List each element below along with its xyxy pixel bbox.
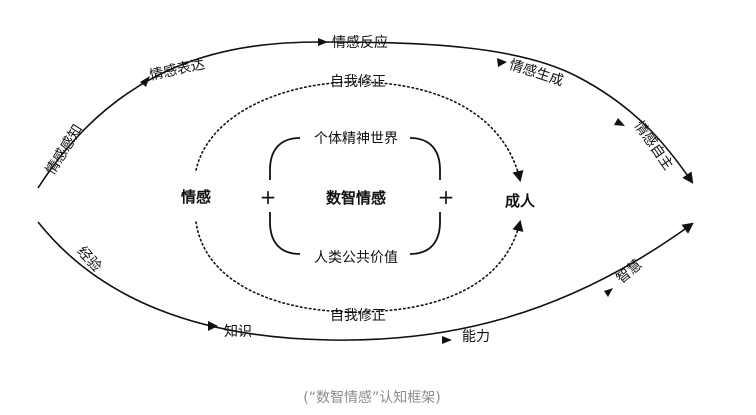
core-bracket-left-top (269, 137, 301, 180)
plus-left: + (260, 185, 277, 209)
inner-dotted-ellipse-bottom (195, 219, 524, 313)
label-emotion: 情感 (181, 188, 211, 206)
arrowhead-top-3 (497, 58, 507, 67)
label-experience: 经验 (74, 244, 105, 276)
label-knowledge: 知识 (224, 323, 252, 340)
label-wisdom: 智慧 (614, 257, 646, 287)
arrowhead-bottom-1 (208, 321, 218, 331)
label-adulthood: 成人 (505, 192, 536, 210)
arrowhead-bottom-3 (604, 288, 613, 297)
label-ability: 能力 (462, 329, 490, 345)
core-bracket-right-bottom (409, 212, 441, 255)
label-human-public-value: 人类公共价值 (314, 250, 398, 266)
label-digital-intelligence-emotion: 数智情感 (326, 189, 386, 207)
core-bracket-left-bottom (269, 212, 301, 255)
inner-dotted-ellipse-top (195, 81, 524, 183)
label-emotion-reaction: 情感反应 (332, 34, 388, 51)
core-bracket-right-top (409, 137, 441, 180)
arrowhead-top-2 (318, 38, 328, 46)
outer-top-arrow (37, 41, 694, 189)
figure-caption: (“数智情感”认知框架) (303, 389, 440, 406)
arrowhead-bottom-2 (442, 336, 452, 344)
arrowhead-top-1 (140, 76, 150, 87)
label-self-correction-bottom: 自我修正 (330, 308, 386, 324)
arrowhead-top-4 (614, 118, 625, 126)
label-individual-spiritual-world: 个体精神世界 (314, 131, 398, 147)
label-self-correction-top: 自我修正 (330, 74, 386, 90)
plus-right: + (438, 185, 455, 209)
label-emotion-expression: 情感表达 (148, 55, 206, 83)
label-emotion-perception: 情感感知 (42, 121, 86, 177)
label-emotion-autonomy: 情感自主 (631, 118, 677, 174)
outer-bottom-arrow (37, 221, 694, 341)
